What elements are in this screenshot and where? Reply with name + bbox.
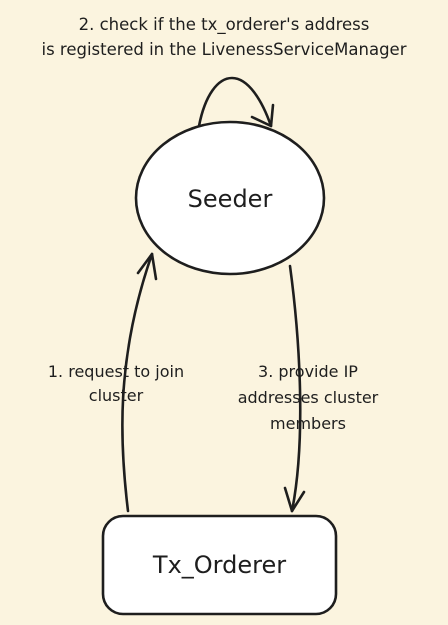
step1-arrow (121, 252, 154, 513)
seeder-ellipse (134, 120, 326, 276)
tx-orderer-label: Tx_Orderer (152, 551, 286, 579)
step1-label-line-2: cluster (89, 386, 144, 405)
step3-arrow (288, 264, 302, 513)
seeder-label: Seeder (188, 185, 273, 213)
self-loop-arrowhead (250, 103, 275, 128)
step2-label-line-1: 2. check if the tx_orderer's address (79, 15, 370, 35)
step1-arrowhead (136, 252, 158, 281)
step3-label-line-2: addresses cluster (238, 388, 379, 407)
step1-label-line-1: 1. request to join (48, 362, 184, 381)
tx-orderer-node[interactable]: Tx_Orderer (101, 514, 338, 616)
seeder-node[interactable]: Seeder (134, 120, 326, 276)
step3-label-line-3: members (270, 414, 346, 433)
step3-label-line-1: 3. provide IP (258, 362, 358, 381)
tx-orderer-box (101, 514, 338, 616)
step2-label-line-2: is registered in the LivenessServiceMana… (42, 40, 407, 59)
self-loop-arrow (197, 76, 273, 128)
step3-arrowhead (283, 486, 306, 513)
